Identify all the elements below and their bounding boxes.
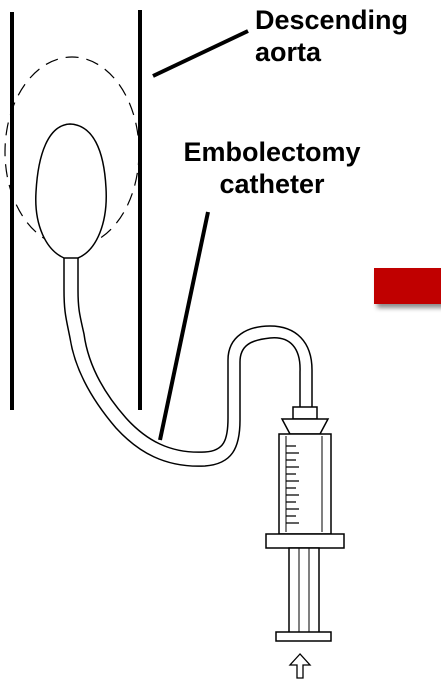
plunger-rod bbox=[289, 548, 319, 636]
barrel-flange bbox=[266, 534, 344, 548]
syringe-nozzle bbox=[282, 419, 328, 434]
embolectomy-catheter-label: Embolectomy catheter bbox=[162, 136, 382, 200]
plunger-thumb-press bbox=[276, 632, 331, 641]
catheter-tube-outer bbox=[64, 258, 300, 466]
syringe-barrel bbox=[279, 434, 331, 534]
catheter-pointer bbox=[160, 212, 208, 440]
syringe-hub bbox=[293, 407, 317, 419]
aorta-label-line2: aorta bbox=[255, 36, 408, 68]
syringe bbox=[266, 407, 344, 641]
up-arrow-icon bbox=[290, 654, 310, 678]
catheter-label-line2: catheter bbox=[162, 168, 382, 200]
red-arrow-block bbox=[374, 268, 441, 304]
aorta-pointer bbox=[153, 31, 248, 76]
aorta-label-line1: Descending bbox=[255, 4, 408, 36]
balloon bbox=[36, 124, 106, 258]
catheter-tube-inner bbox=[78, 258, 312, 452]
catheter-label-line1: Embolectomy bbox=[162, 136, 382, 168]
descending-aorta-label: Descending aorta bbox=[255, 4, 408, 68]
